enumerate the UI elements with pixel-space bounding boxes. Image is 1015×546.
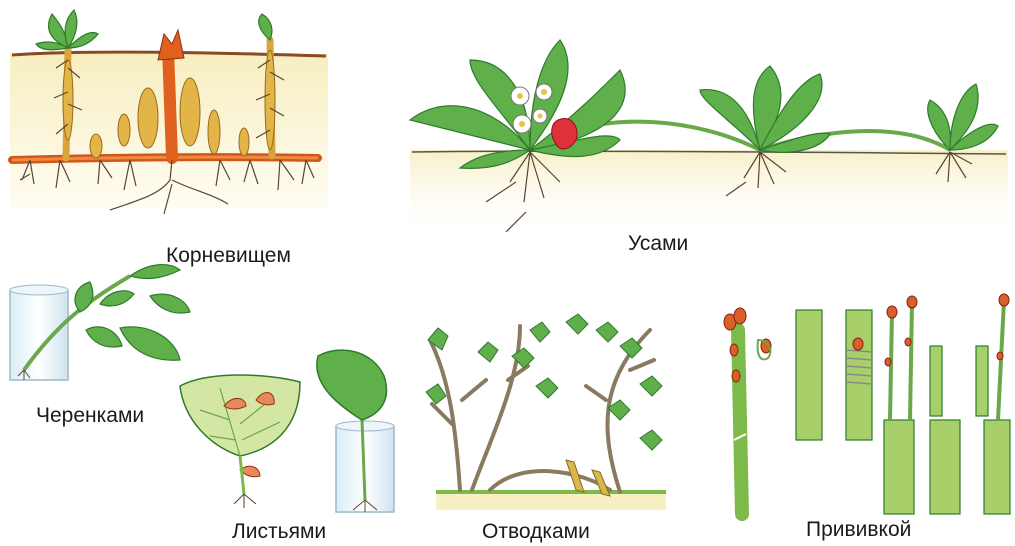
carrot-shoot [158, 30, 184, 60]
caption-leaves: Листьями [232, 520, 326, 544]
rhizome-panel [10, 10, 328, 214]
cutting-glass [10, 290, 68, 380]
cuttings-panel [10, 265, 190, 380]
runners-panel [410, 40, 1008, 240]
caption-rhizome: Корневищем [166, 244, 291, 268]
layering-panel [426, 314, 666, 510]
caption-grafting: Прививкой [806, 518, 911, 542]
caption-layering: Отводками [482, 520, 590, 544]
caption-runners: Усами [628, 232, 688, 256]
leaves-panel [180, 350, 394, 512]
large-leaf [180, 375, 300, 456]
caption-cuttings: Черенками [36, 404, 144, 428]
grafting-panel [724, 294, 1010, 514]
